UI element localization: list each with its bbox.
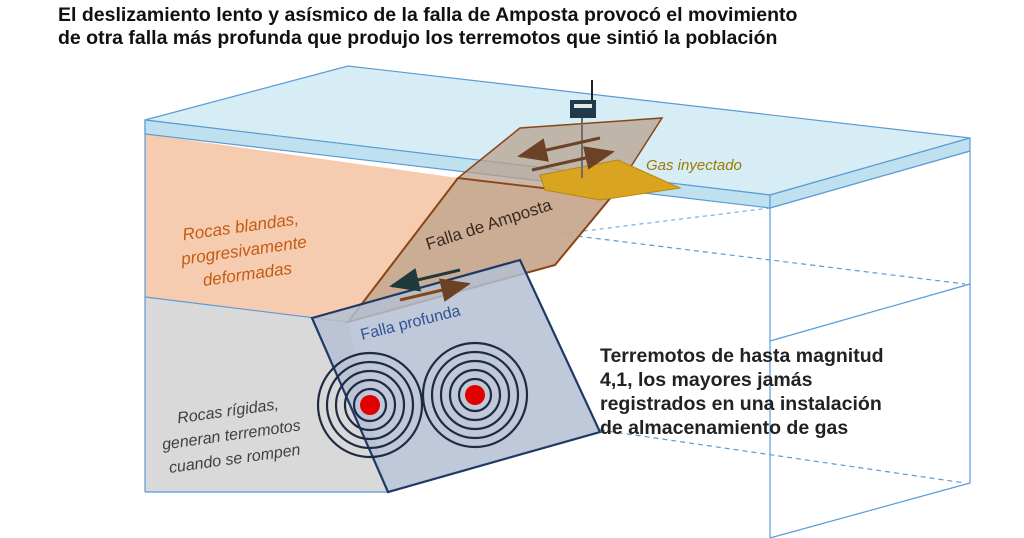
- slip-arrow-icon: [517, 136, 615, 172]
- epicenter-icon: [316, 351, 424, 459]
- block-right-stratum-line: [769, 283, 971, 342]
- platform-icon: [570, 80, 596, 178]
- earthquake-note: Terremotos de hasta magnitud 4,1, los ma…: [600, 344, 980, 440]
- hidden-mid-line: [559, 207, 771, 235]
- gas-label: Gas inyectado: [646, 157, 742, 174]
- note-line: 4,1, los mayores jamás: [600, 369, 813, 391]
- note-line: Terremotos de hasta magnitud: [600, 345, 884, 367]
- title-line-1: El deslizamiento lento y asísmico de la …: [58, 4, 798, 26]
- note-line: registrados en una instalación: [600, 393, 882, 415]
- slip-arrow-icon: [389, 268, 471, 302]
- diagram-title: El deslizamiento lento y asísmico de la …: [58, 4, 1018, 50]
- title-line-2: de otra falla más profunda que produjo l…: [58, 27, 778, 49]
- epicenter-icon: [421, 341, 529, 449]
- soft-rock-layer: [145, 134, 458, 322]
- note-line: de almacenamiento de gas: [600, 417, 849, 439]
- sea-side: [769, 137, 971, 209]
- hidden-bottom-line: [599, 429, 966, 484]
